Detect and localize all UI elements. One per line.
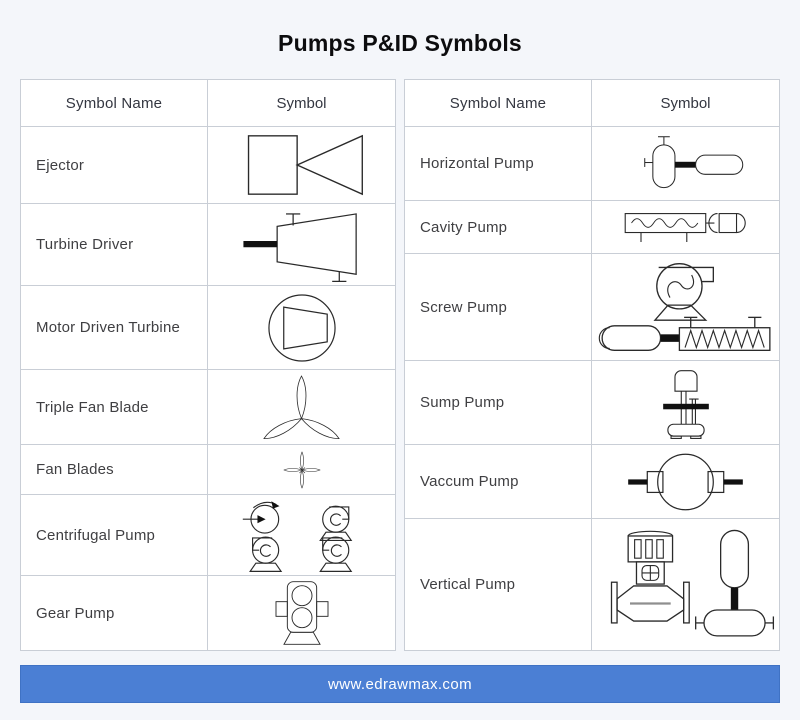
- motor-driven-turbine-symbol: [208, 286, 395, 369]
- centrifugal-pump-symbol: [208, 495, 395, 575]
- ejector-symbol: [208, 127, 395, 203]
- table-row: Vertical Pump: [405, 518, 779, 650]
- symbol-name-label: Cavity Pump: [405, 201, 592, 253]
- symbol-name-label: Fan Blades: [21, 445, 208, 494]
- symbol-name-label: Horizontal Pump: [405, 127, 592, 200]
- table-row: Motor Driven Turbine: [21, 285, 395, 369]
- screw-pump-symbol: [592, 254, 779, 360]
- column-header-symbol: Symbol: [660, 94, 711, 112]
- symbol-name-label: Centrifugal Pump: [21, 495, 208, 575]
- horizontal-pump-symbol: [592, 127, 779, 200]
- table-row: Screw Pump: [405, 253, 779, 360]
- table-row: Fan Blades: [21, 444, 395, 494]
- table-row: Triple Fan Blade: [21, 369, 395, 444]
- vertical-pump-symbol: [592, 519, 779, 650]
- column-header-symbol-name: Symbol Name: [21, 80, 208, 126]
- symbols-table-right: Symbol Name Symbol Horizontal Pump Cavit…: [404, 79, 780, 651]
- fan-blades-symbol: [208, 445, 395, 494]
- table-row: Turbine Driver: [21, 203, 395, 285]
- vaccum-pump-symbol: [592, 445, 779, 518]
- page-title: Pumps P&ID Symbols: [278, 30, 522, 56]
- footer-banner: www.edrawmax.com: [20, 665, 780, 703]
- symbol-name-label: Motor Driven Turbine: [21, 286, 208, 369]
- symbol-name-label: Vaccum Pump: [405, 445, 592, 518]
- turbine-driver-symbol: [208, 204, 395, 285]
- symbol-name-label: Gear Pump: [21, 576, 208, 650]
- table-row: Cavity Pump: [405, 200, 779, 253]
- symbols-table-left: Symbol Name Symbol Ejector Turbine Drive…: [20, 79, 396, 651]
- column-header-symbol-name: Symbol Name: [405, 80, 592, 126]
- cavity-pump-symbol: [592, 201, 779, 253]
- table-row: Vaccum Pump: [405, 444, 779, 518]
- table-header-row: Symbol Name Symbol: [21, 80, 395, 126]
- table-header-row: Symbol Name Symbol: [405, 80, 779, 126]
- triple-fan-blade-symbol: [208, 370, 395, 444]
- symbol-name-label: Turbine Driver: [21, 204, 208, 285]
- symbol-name-label: Screw Pump: [405, 254, 592, 360]
- column-header-symbol: Symbol: [276, 94, 327, 112]
- table-row: Ejector: [21, 126, 395, 203]
- footer-url: www.edrawmax.com: [328, 675, 472, 693]
- table-row: Centrifugal Pump: [21, 494, 395, 575]
- table-row: Sump Pump: [405, 360, 779, 444]
- symbol-name-label: Ejector: [21, 127, 208, 203]
- table-row: Horizontal Pump: [405, 126, 779, 200]
- sump-pump-symbol: [592, 361, 779, 444]
- symbol-tables: Symbol Name Symbol Ejector Turbine Drive…: [0, 79, 800, 651]
- table-row: Gear Pump: [21, 575, 395, 650]
- symbol-name-label: Sump Pump: [405, 361, 592, 444]
- symbol-name-label: Vertical Pump: [405, 519, 592, 650]
- symbol-name-label: Triple Fan Blade: [21, 370, 208, 444]
- gear-pump-symbol: [208, 576, 395, 650]
